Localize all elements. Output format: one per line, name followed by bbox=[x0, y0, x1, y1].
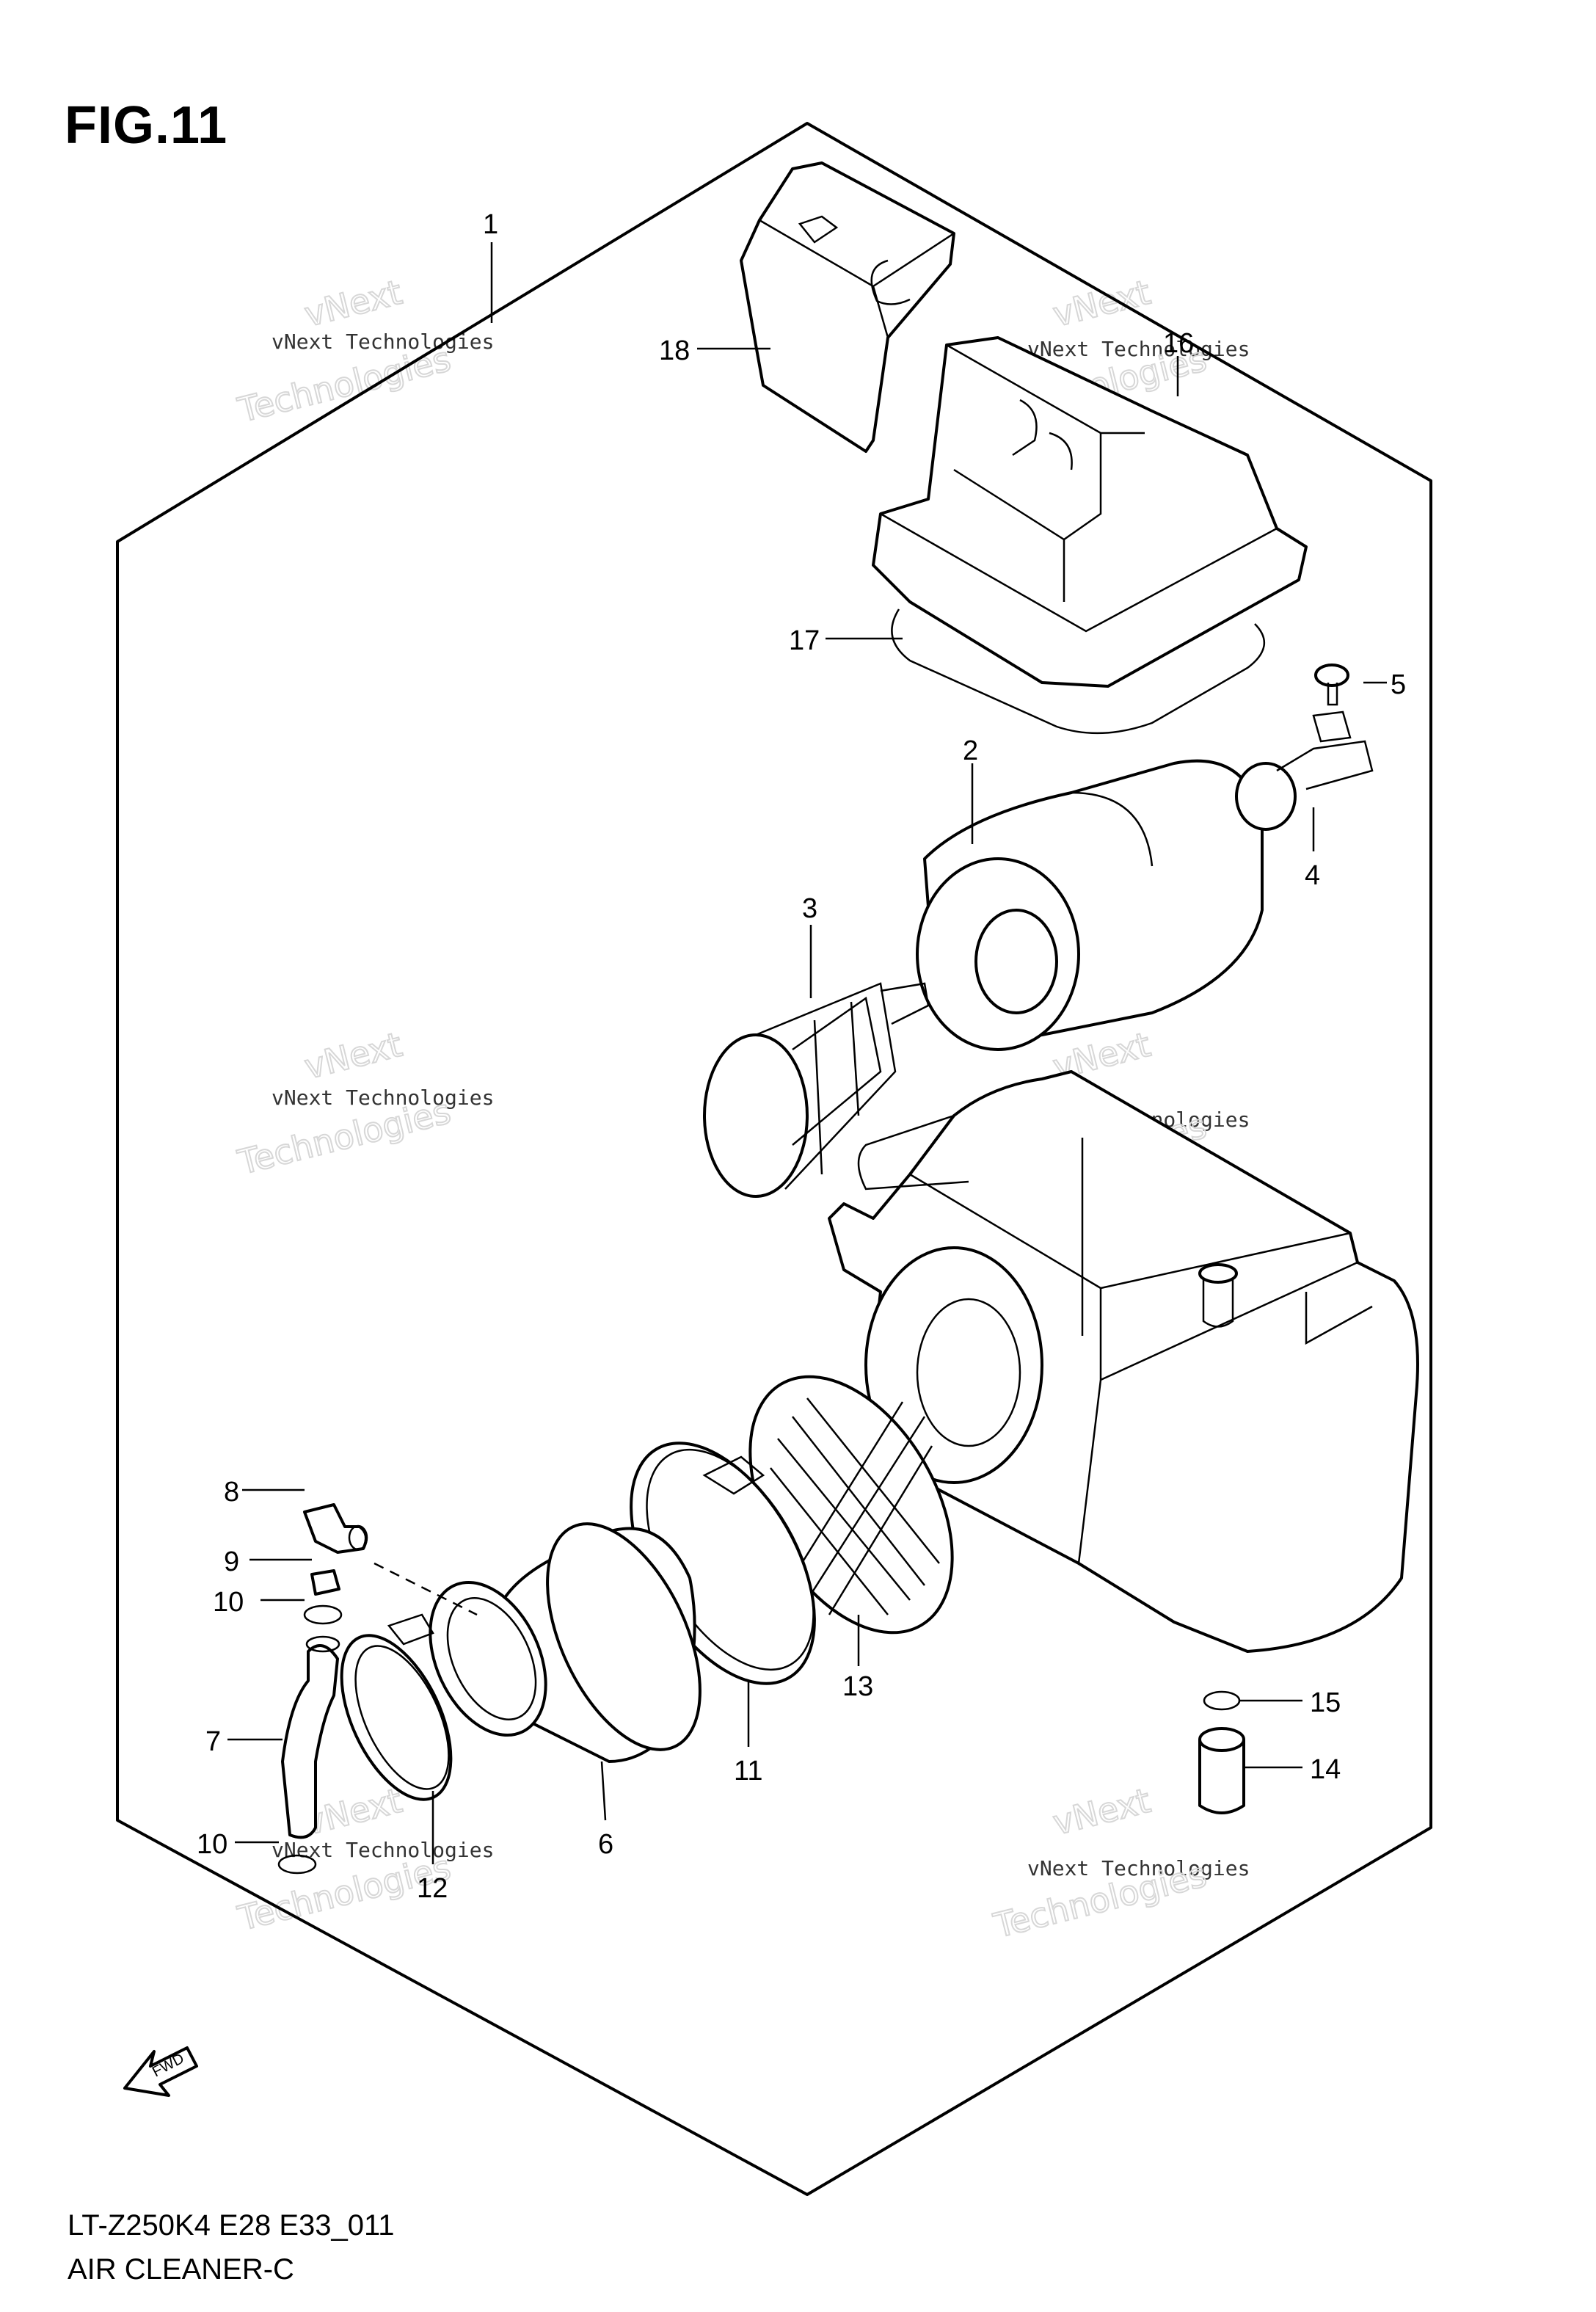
part-16-case-cap bbox=[872, 336, 1308, 688]
fwd-arrow-icon: FWD bbox=[123, 2046, 198, 2097]
svg-text:vNext Technologies: vNext Technologies bbox=[272, 1838, 494, 1862]
svg-text:vNext: vNext bbox=[301, 272, 406, 335]
part-1-case bbox=[828, 1070, 1419, 1653]
svg-text:vNext: vNext bbox=[301, 1025, 406, 1087]
callout-16: 16 bbox=[1163, 328, 1194, 359]
callout-labels: 1 18 16 17 5 4 2 3 8 9 10 7 10 12 6 11 1… bbox=[197, 209, 1406, 1904]
callout-18: 18 bbox=[659, 335, 690, 366]
callout-2: 2 bbox=[963, 735, 978, 766]
part-10-clip-lower bbox=[277, 1854, 317, 1875]
callout-6: 6 bbox=[598, 1829, 613, 1860]
watermark-bottom-left: vNext vNext Technologies Technologies bbox=[233, 1780, 495, 1939]
callout-9: 9 bbox=[224, 1546, 239, 1577]
part-7-hose bbox=[281, 1635, 340, 1839]
part-17-gasket bbox=[891, 608, 1266, 735]
part-10-clip-upper bbox=[303, 1604, 343, 1625]
part-9-cap bbox=[310, 1569, 340, 1596]
figure-code: LT-Z250K4 E28 E33_011 bbox=[68, 2209, 395, 2242]
callout-3: 3 bbox=[802, 893, 817, 924]
callout-5: 5 bbox=[1391, 669, 1406, 700]
svg-text:vNext: vNext bbox=[1049, 1781, 1154, 1843]
part-15-clip bbox=[1203, 1690, 1241, 1711]
part-4-bracket bbox=[1235, 710, 1374, 831]
svg-text:vNext: vNext bbox=[1049, 272, 1154, 335]
part-2-filter-element bbox=[916, 759, 1264, 1051]
callout-14: 14 bbox=[1310, 1754, 1341, 1785]
callout-4: 4 bbox=[1305, 860, 1320, 891]
part-8-joint bbox=[303, 1503, 368, 1554]
callout-1: 1 bbox=[483, 209, 498, 240]
watermark-middle-left: vNext vNext Technologies Technologies bbox=[233, 1024, 495, 1183]
callout-13: 13 bbox=[842, 1671, 873, 1702]
part-18-cover bbox=[740, 161, 955, 453]
callout-8: 8 bbox=[224, 1477, 239, 1508]
callout-10-lower: 10 bbox=[197, 1829, 227, 1860]
part-5-screw bbox=[1314, 664, 1349, 706]
figure-title: FIG.11 bbox=[65, 96, 228, 155]
callout-10-upper: 10 bbox=[213, 1587, 244, 1618]
callout-15: 15 bbox=[1310, 1687, 1341, 1718]
leader-lines bbox=[227, 242, 1387, 1864]
svg-text:vNext Technologies: vNext Technologies bbox=[1027, 1856, 1250, 1880]
part-8-leader-dash bbox=[374, 1562, 478, 1616]
callout-11: 11 bbox=[734, 1756, 762, 1786]
part-6-intake-pipe bbox=[429, 1522, 702, 1763]
svg-text:vNext Technologies: vNext Technologies bbox=[272, 330, 494, 354]
figure-name: AIR CLEANER-C bbox=[68, 2253, 294, 2286]
part-14-drain-plug bbox=[1198, 1727, 1245, 1814]
watermark-top-left: vNext vNext Technologies Technologies bbox=[233, 272, 495, 431]
callout-7: 7 bbox=[205, 1726, 221, 1757]
callout-17: 17 bbox=[789, 625, 820, 656]
svg-text:vNext Technologies: vNext Technologies bbox=[272, 1086, 494, 1110]
callout-12: 12 bbox=[417, 1873, 448, 1904]
part-3-element-holder bbox=[703, 982, 930, 1198]
assembly-outline bbox=[116, 122, 1432, 2196]
